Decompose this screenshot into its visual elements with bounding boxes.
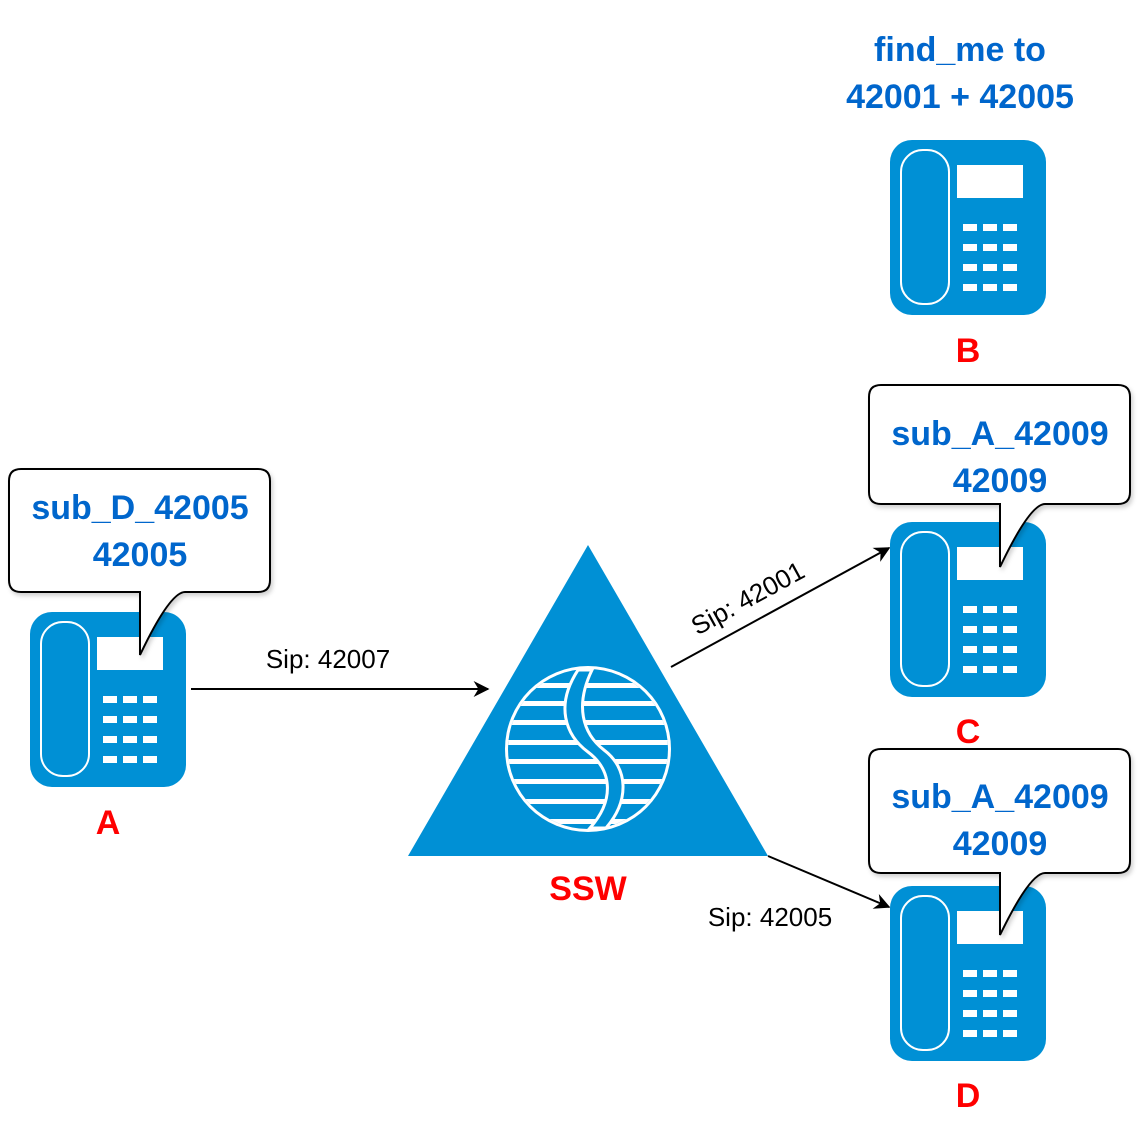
edge-ssw-to-c[interactable]: Sip: 42001 bbox=[670, 547, 891, 668]
softswitch-icon[interactable] bbox=[408, 545, 768, 856]
callout-line-1: sub_A_42009 bbox=[891, 415, 1108, 453]
caption-line-2: 42001 + 42005 bbox=[846, 78, 1074, 116]
callout-line-2: 42009 bbox=[953, 462, 1048, 500]
ip-phone-icon[interactable] bbox=[889, 139, 1047, 316]
callout-line-2: 42009 bbox=[953, 825, 1048, 863]
node-c[interactable]: C sub_A_42009 42009 bbox=[868, 384, 1131, 751]
edge-label: Sip: 42007 bbox=[266, 644, 390, 674]
callout bbox=[8, 468, 271, 656]
node-a[interactable]: A sub_D_42005 42005 bbox=[8, 468, 271, 842]
edge-label: Sip: 42005 bbox=[708, 902, 832, 932]
callout-bubble bbox=[8, 468, 271, 656]
node-label: SSW bbox=[549, 870, 627, 908]
callout-bubble bbox=[868, 748, 1131, 936]
node-ssw[interactable]: SSW bbox=[408, 545, 768, 908]
node-label: A bbox=[96, 804, 121, 842]
node-label: C bbox=[956, 713, 981, 751]
callout bbox=[868, 384, 1131, 568]
ip-phone-icon[interactable] bbox=[889, 885, 1047, 1062]
node-d[interactable]: D sub_A_42009 42009 bbox=[868, 748, 1131, 1115]
ip-phone-icon[interactable] bbox=[889, 521, 1047, 698]
edge-line[interactable] bbox=[670, 547, 891, 668]
edge-label: Sip: 42001 bbox=[686, 555, 810, 641]
callout-line-2: 42005 bbox=[93, 536, 188, 574]
edge-line[interactable] bbox=[767, 855, 891, 909]
ip-phone-icon[interactable] bbox=[29, 611, 187, 788]
callout bbox=[868, 748, 1131, 936]
caption-line-1: find_me to bbox=[874, 31, 1046, 69]
node-b[interactable]: find_me to 42001 + 42005 B bbox=[846, 31, 1074, 370]
node-label: B bbox=[956, 332, 981, 370]
callout-line-1: sub_D_42005 bbox=[31, 489, 248, 527]
edge-ssw-to-d[interactable]: Sip: 42005 bbox=[708, 855, 891, 932]
callout-line-1: sub_A_42009 bbox=[891, 778, 1108, 816]
callout-bubble bbox=[868, 384, 1131, 568]
edge-a-to-ssw[interactable]: Sip: 42007 bbox=[191, 644, 490, 697]
node-label: D bbox=[956, 1077, 981, 1115]
